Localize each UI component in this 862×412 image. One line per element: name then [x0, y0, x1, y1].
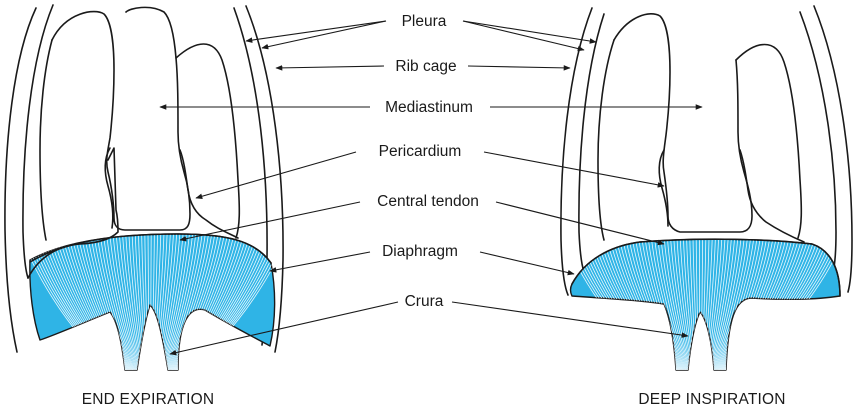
label-rib-cage: Rib cage: [395, 58, 456, 75]
left-pleura-left: [23, 5, 53, 278]
pointer-pericardium-right: [484, 152, 664, 186]
pointer-pleura-left-2: [262, 21, 386, 48]
left-diaphragm: [20, 232, 289, 372]
right-rib-cage-left: [561, 8, 592, 295]
label-mediastinum: Mediastinum: [385, 99, 473, 116]
pointer-rib-cage-right: [468, 66, 570, 68]
right-lung-right-inner: [736, 45, 801, 239]
end-expiration-figure: [5, 5, 289, 372]
pointer-pleura-right-2: [463, 21, 584, 50]
deep-inspiration-figure: [561, 6, 852, 372]
pointer-pleura-right: [463, 21, 596, 42]
left-mediastinum: [52, 7, 190, 230]
pointer-crura-right: [452, 302, 688, 336]
label-pericardium: Pericardium: [379, 143, 462, 160]
right-diaphragm: [565, 238, 843, 372]
label-central-tendon: Central tendon: [377, 193, 479, 210]
pointer-pericardium-left: [196, 152, 356, 198]
right-lung-left-inner: [598, 40, 614, 240]
muscle-fiber: [699, 238, 700, 372]
pointer-rib-cage-left: [276, 66, 384, 68]
left-lung-right-inner: [176, 44, 239, 238]
caption-deep-inspiration: DEEP INSPIRATION: [638, 391, 785, 408]
right-pleura-right: [800, 12, 836, 276]
pointer-diaphragm-left: [270, 252, 370, 271]
left-lung-left-inner: [40, 40, 52, 240]
right-pleura-left: [579, 14, 604, 272]
right-mediastinum: [614, 14, 752, 232]
label-diaphragm: Diaphragm: [382, 243, 458, 260]
label-pleura: Pleura: [402, 13, 447, 30]
caption-end-expiration: END EXPIRATION: [82, 391, 215, 408]
label-crura: Crura: [405, 293, 444, 310]
pointer-pleura-left: [246, 21, 386, 41]
pointer-diaphragm-right: [480, 252, 574, 274]
